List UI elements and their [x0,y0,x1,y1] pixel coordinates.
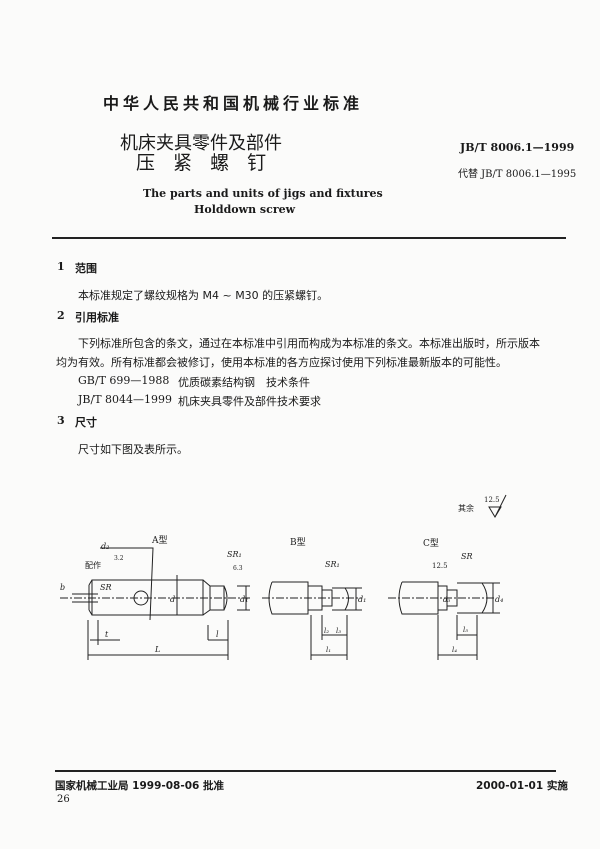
svg-text:d: d [170,595,175,604]
svg-text:d₃: d₃ [443,596,450,604]
type-a-drawing: A型 d₂ 配作 3.2 SR₁ 6.3 SR b d d₁ t l L [60,535,250,660]
ref-2-title: 机床夹具零件及部件技术要求 [178,395,321,408]
section-3-text: 尺寸如下图及表所示。 [78,443,188,456]
svg-text:配作: 配作 [85,560,101,570]
svg-text:l₄: l₄ [452,646,457,654]
replaces-standard: 代替 JB/T 8006.1—1995 [458,169,577,180]
svg-text:3.2: 3.2 [114,555,124,562]
title-en-1: The parts and units of jigs and fixtures [143,187,383,200]
title-cn-2: 压 紧 螺 钉 [136,152,273,174]
svg-text:l₂: l₂ [324,627,329,635]
svg-text:SR₁: SR₁ [227,550,242,559]
roughness-note: 其余 12.5 [458,494,507,518]
section-3-number: 3 [57,414,65,427]
svg-text:l₃: l₃ [336,627,341,635]
svg-text:SR: SR [100,583,112,592]
svg-text:A型: A型 [151,535,168,546]
svg-text:12.5: 12.5 [432,562,448,570]
svg-text:l₅: l₅ [463,626,468,634]
svg-text:d₄: d₄ [495,595,503,604]
type-b-drawing: B型 SR₁ d₁ l₂ l₃ l₁ [262,537,366,660]
ref-1-code: GB/T 699—1988 [78,374,170,387]
svg-text:b: b [60,583,65,592]
page-number: 26 [57,794,70,805]
issuing-org: 中华人民共和国机械行业标准 [103,94,364,113]
section-2-title: 引用标准 [75,311,119,324]
header-rule [52,237,566,239]
section-2-number: 2 [57,309,65,322]
standard-number: JB/T 8006.1—1999 [460,141,575,154]
svg-text:SR₁: SR₁ [325,560,340,569]
svg-text:t: t [105,630,109,639]
svg-text:其余: 其余 [458,503,474,513]
svg-text:l: l [216,630,219,639]
section-1-number: 1 [57,260,65,273]
section-1-text: 本标准规定了螺纹规格为 M4 ~ M30 的压紧螺钉。 [78,289,329,302]
svg-text:12.5: 12.5 [484,496,500,504]
title-cn-1: 机床夹具零件及部件 [120,133,282,154]
svg-text:SR: SR [461,552,473,561]
svg-text:6.3: 6.3 [233,565,243,572]
type-c-drawing: C型 SR 12.5 d₃ d₄ l₅ l₄ [388,538,503,660]
svg-text:B型: B型 [290,537,306,548]
section-1-title: 范围 [75,262,97,275]
section-2-para-line-1: 下列标准所包含的条文，通过在本标准中引用而构成为本标准的条文。本标准出版时，所示… [78,337,540,350]
ref-2-code: JB/T 8044—1999 [78,393,173,406]
svg-text:d₂: d₂ [101,542,109,551]
svg-text:C型: C型 [423,538,439,549]
screw-drawings: 其余 12.5 A型 d₂ 配作 3.2 SR₁ 6.3 SR b d d₁ [60,494,507,660]
svg-text:d₁: d₁ [240,595,248,604]
section-3-title: 尺寸 [75,416,97,429]
svg-text:l₁: l₁ [326,646,331,654]
svg-text:L: L [154,645,160,654]
approval-line: 国家机械工业局 1999-08-06 批准 [55,780,224,792]
ref-1-title: 优质碳素结构钢 技术条件 [178,376,310,389]
footer-rule [55,770,556,772]
effective-date: 2000-01-01 实施 [476,780,568,792]
svg-text:d₁: d₁ [358,595,366,604]
title-en-2: Holddown screw [194,203,296,216]
section-2-para-line-2: 均为有效。所有标准都会被修订，使用本标准的各方应探讨使用下列标准最新版本的可能性… [56,356,507,369]
